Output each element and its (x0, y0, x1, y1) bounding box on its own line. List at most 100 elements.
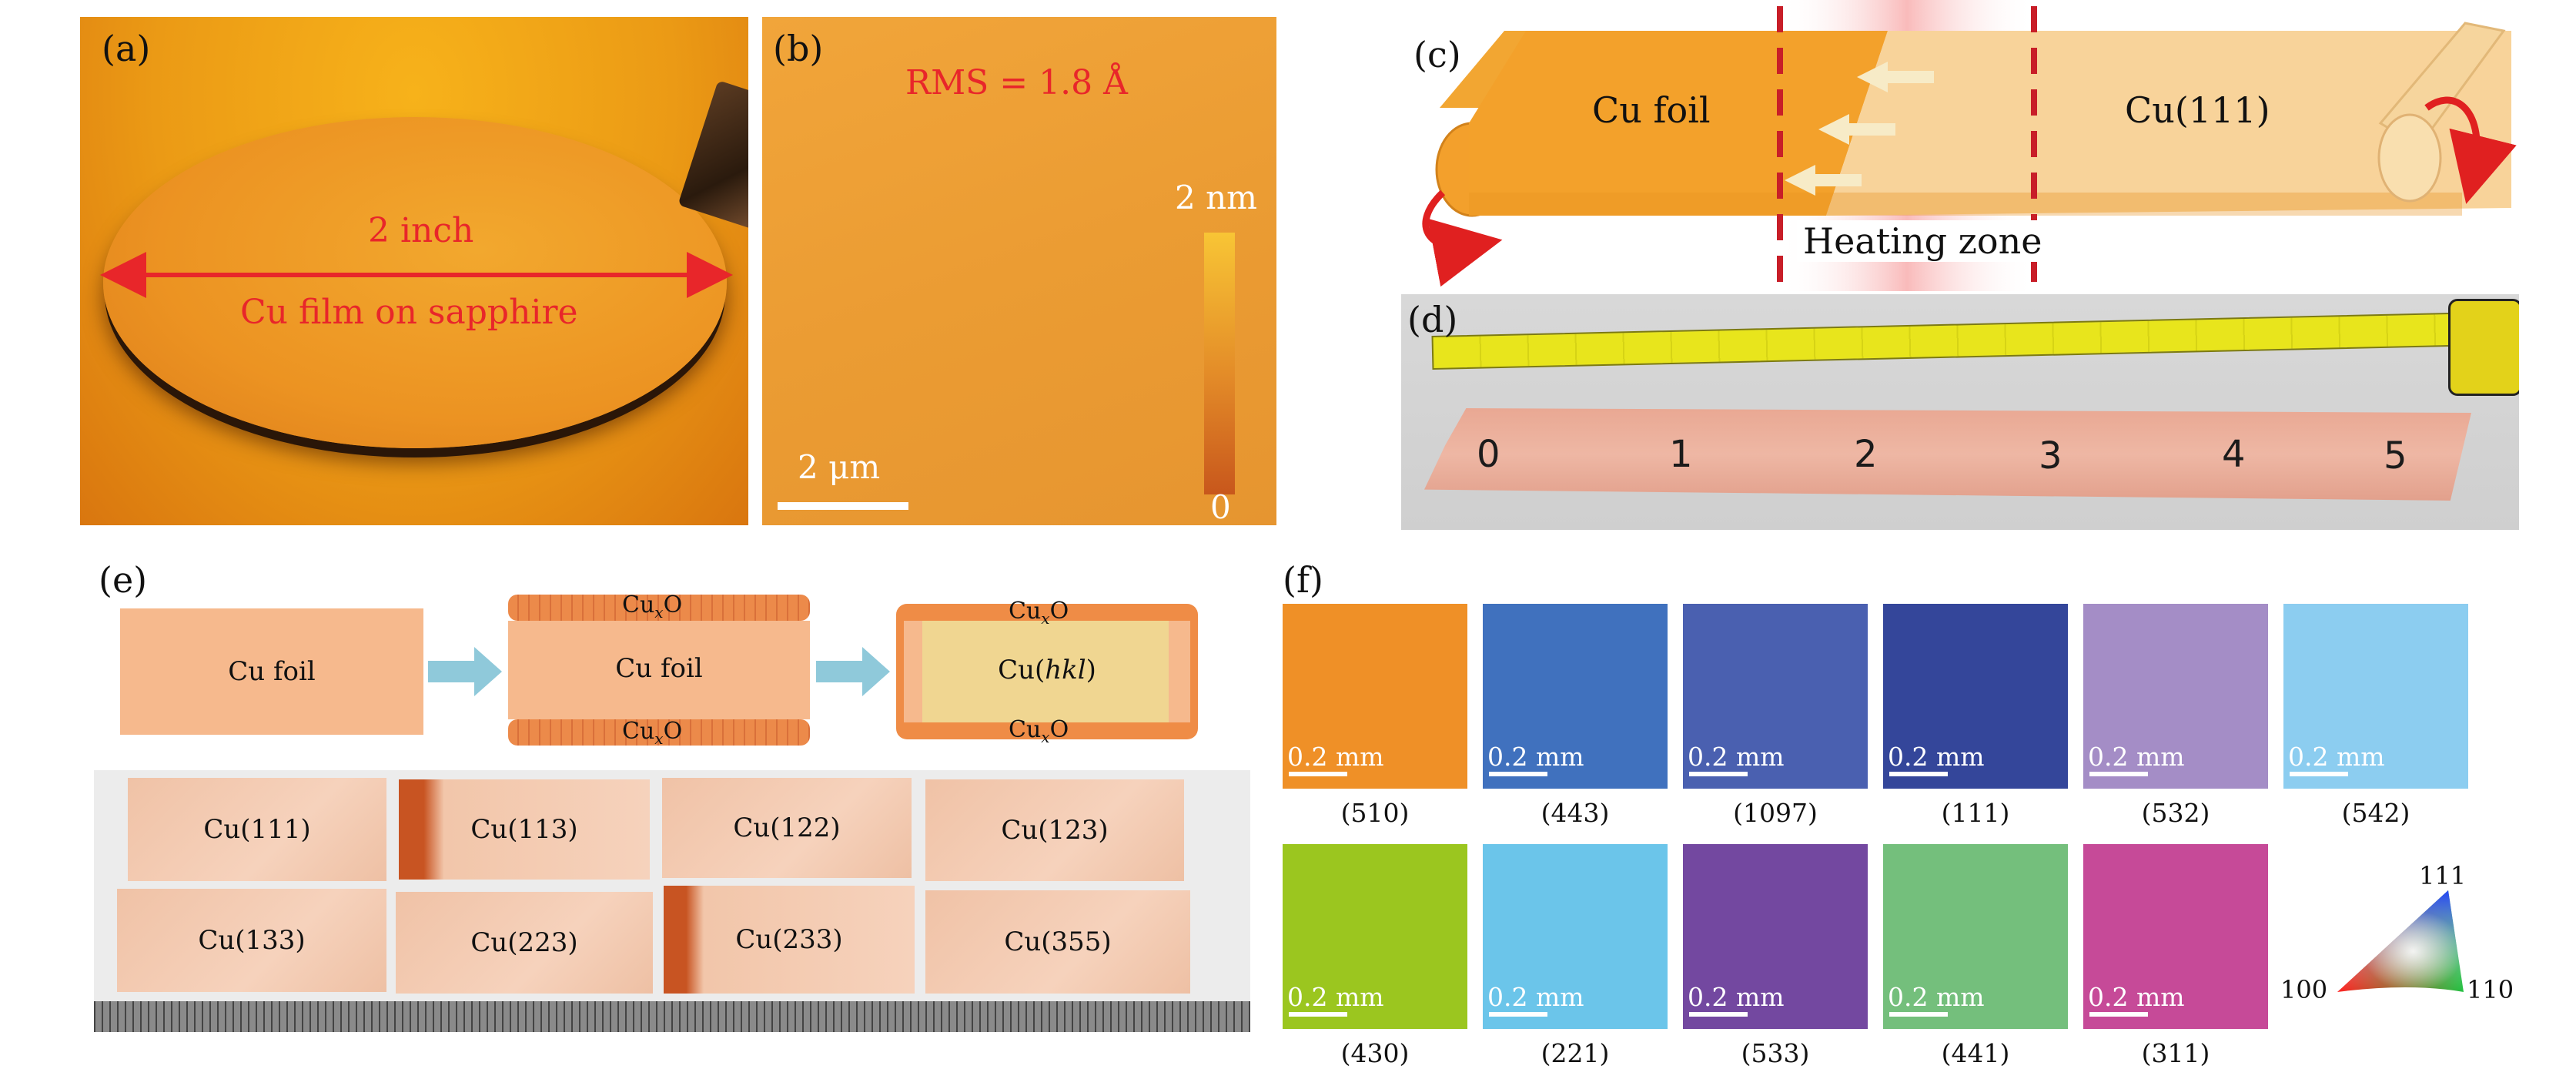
cu-foil-label: Cu foil (1592, 89, 1711, 131)
single-crystal-box: Cu(hkl) CuxO CuxO (896, 598, 1198, 746)
copper-foil-strip (1424, 408, 2471, 501)
tile-orientation-label: (542) (2341, 798, 2410, 828)
tile-orientation-label: (532) (2141, 798, 2210, 828)
panel-label-b: (b) (773, 28, 824, 69)
wafer-caption: Cu film on sapphire (240, 293, 578, 332)
foil-mark-4: 4 (2222, 433, 2246, 476)
tile-scale-label: 0.2 mm (1487, 742, 1584, 772)
tile-scale-bar (1489, 772, 1547, 776)
panel-label-e: (e) (99, 559, 148, 601)
foil-mark-2: 2 (1854, 433, 1878, 476)
oxide-top-label-2: CuxO (1009, 598, 1069, 628)
oxide-bottom-label: CuxO (622, 718, 683, 748)
tile-scale-label: 0.2 mm (1888, 742, 1985, 772)
colorbar-max: 2 nm (1175, 179, 1257, 216)
orientation-tile: 0.2 mm (1883, 844, 2068, 1029)
rms-value: RMS = 1.8 Å (905, 63, 1128, 102)
orientation-tile: 0.2 mm (1483, 604, 1668, 789)
orientation-tile: 0.2 mm (2083, 844, 2268, 1029)
panel-c-schematic: (c) Cu foil Cu(111) Heating zone (1395, 0, 2519, 291)
panel-b-afm-image: (b) RMS = 1.8 Å 2 nm 0 2 μm (762, 17, 1276, 525)
panel-d-photo: (d) 0 1 2 3 4 5 (1401, 294, 2519, 530)
tile-scale-label: 0.2 mm (2088, 742, 2185, 772)
tile-orientation-label: (221) (1541, 1038, 1610, 1068)
tile-orientation-label: (111) (1941, 798, 2010, 828)
tile-scale-label: 0.2 mm (2088, 982, 2185, 1012)
tile-orientation-label: (430) (1340, 1038, 1410, 1068)
tile-scale-bar (1689, 1012, 1748, 1017)
oxide-bottom-label-2: CuxO (1009, 716, 1069, 746)
inverse-pole-figure (2337, 890, 2464, 992)
scale-label-b: 2 μm (798, 448, 881, 486)
colorbar (1204, 233, 1235, 494)
oxidized-foil-box: Cu foil CuxO CuxO (508, 591, 810, 748)
heating-zone-label: Heating zone (1797, 220, 2049, 262)
tile-orientation-label: (510) (1340, 798, 1410, 828)
flow-arrows (1785, 62, 1934, 196)
tile-scale-bar (2089, 1012, 2148, 1017)
measuring-tape (1431, 312, 2475, 370)
panel-label-c: (c) (1413, 34, 1461, 75)
tile-scale-bar (1289, 772, 1347, 776)
cu111-label: Cu(111) (2125, 89, 2270, 131)
orientation-tile: 0.2 mm (1483, 844, 1668, 1029)
orientation-tile: 0.2 mm (2083, 604, 2268, 789)
orientation-tile: 0.2 mm (1883, 604, 2068, 789)
panel-label-f: (f) (1283, 559, 1323, 601)
panel-a-photo: (a) 2 inch Cu film on sapphire (80, 17, 748, 525)
tile-scale-bar (1689, 772, 1748, 776)
orientation-tile: 0.2 mm (2283, 604, 2468, 789)
foil-mark-3: 3 (2039, 434, 2062, 478)
colorbar-min: 0 (1210, 488, 1231, 525)
tile-orientation-label: (311) (2141, 1038, 2210, 1068)
oxidized-foil-label: Cu foil (615, 653, 703, 684)
tile-orientation-label: (443) (1541, 798, 1610, 828)
ipf-label-110: 110 (2467, 975, 2514, 1004)
process-arrow-2 (816, 647, 890, 696)
cu-hkl-label: Cu(hkl) (998, 655, 1096, 685)
process-arrow-1 (428, 647, 502, 696)
sample-cu233: Cu(233) (664, 886, 915, 994)
cu-foil-box: Cu foil (120, 608, 423, 735)
orientation-tile: 0.2 mm (1283, 604, 1467, 789)
orientation-tile: 0.2 mm (1283, 844, 1467, 1029)
tile-scale-label: 0.2 mm (1287, 982, 1384, 1012)
tile-scale-bar (2089, 772, 2148, 776)
tile-scale-label: 0.2 mm (1688, 742, 1785, 772)
sample-cu122: Cu(122) (662, 778, 912, 878)
tile-scale-bar (1289, 1012, 1347, 1017)
sample-cu133: Cu(133) (117, 889, 386, 992)
sample-cu123: Cu(123) (925, 779, 1184, 881)
panel-label-d: (d) (1407, 299, 1458, 340)
ipf-label-100: 100 (2280, 975, 2328, 1004)
right-roller (2377, 22, 2506, 203)
tile-scale-label: 0.2 mm (1287, 742, 1384, 772)
tile-orientation-label: (533) (1741, 1038, 1810, 1068)
roll-to-roll-diagram (1422, 0, 2517, 291)
diameter-arrow (100, 252, 733, 298)
orientation-tile: 0.2 mm (1683, 604, 1868, 789)
scale-bar-b (778, 502, 908, 510)
sample-cu111: Cu(111) (128, 778, 386, 881)
tile-scale-label: 0.2 mm (1888, 982, 1985, 1012)
foil-samples-photo: Cu(111) Cu(113) Cu(122) Cu(123) Cu(133) … (94, 770, 1250, 1032)
tile-scale-bar (1889, 1012, 1948, 1017)
sample-cu355: Cu(355) (925, 890, 1190, 994)
tile-orientation-label: (1097) (1733, 798, 1818, 828)
foil-mark-5: 5 (2384, 434, 2407, 478)
tile-scale-bar (1489, 1012, 1547, 1017)
foil-mark-1: 1 (1669, 433, 1693, 476)
tile-scale-label: 0.2 mm (1688, 982, 1785, 1012)
diameter-label: 2 inch (368, 211, 474, 250)
foil-mark-0: 0 (1477, 433, 1500, 476)
tile-orientation-label: (441) (1941, 1038, 2010, 1068)
ipf-label-111: 111 (2419, 861, 2467, 890)
tile-scale-label: 0.2 mm (2288, 742, 2385, 772)
sample-cu113: Cu(113) (399, 779, 650, 880)
sample-cu223: Cu(223) (396, 892, 653, 994)
tape-measure-case (2448, 299, 2519, 396)
steel-ruler (94, 1001, 1250, 1032)
oxide-top-label: CuxO (622, 591, 683, 622)
tile-scale-bar (2290, 772, 2348, 776)
orientation-tile: 0.2 mm (1683, 844, 1868, 1029)
